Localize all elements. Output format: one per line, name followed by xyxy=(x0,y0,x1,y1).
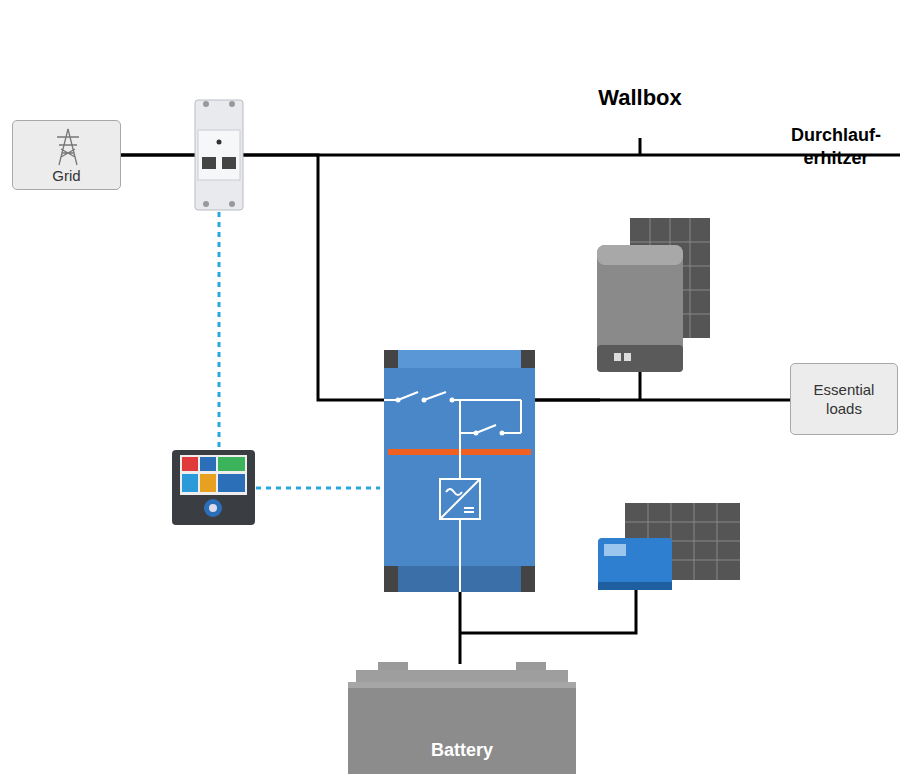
load-box: Essential loads xyxy=(790,363,898,435)
energy-meter xyxy=(195,100,243,210)
pv-wire xyxy=(639,372,642,400)
data-link xyxy=(218,212,221,450)
wallbox-wire xyxy=(639,138,642,155)
wallbox-label: Wallbox xyxy=(560,84,720,112)
grid-box: Grid xyxy=(12,120,121,190)
heater-label: Durchlauf- erhitzer xyxy=(775,124,897,169)
node-text: Battery xyxy=(431,739,493,762)
battery-box: Battery xyxy=(348,662,576,774)
mppt-charge-controller xyxy=(598,538,672,590)
node-text: Essential loads xyxy=(797,380,891,419)
node-text: Grid xyxy=(52,166,80,186)
data-link xyxy=(256,487,380,490)
inverter-charger xyxy=(384,350,600,592)
gx-control-panel xyxy=(172,450,255,525)
pylon-icon xyxy=(53,127,83,167)
pv-inverter xyxy=(597,245,683,372)
dc-wire xyxy=(460,590,636,664)
